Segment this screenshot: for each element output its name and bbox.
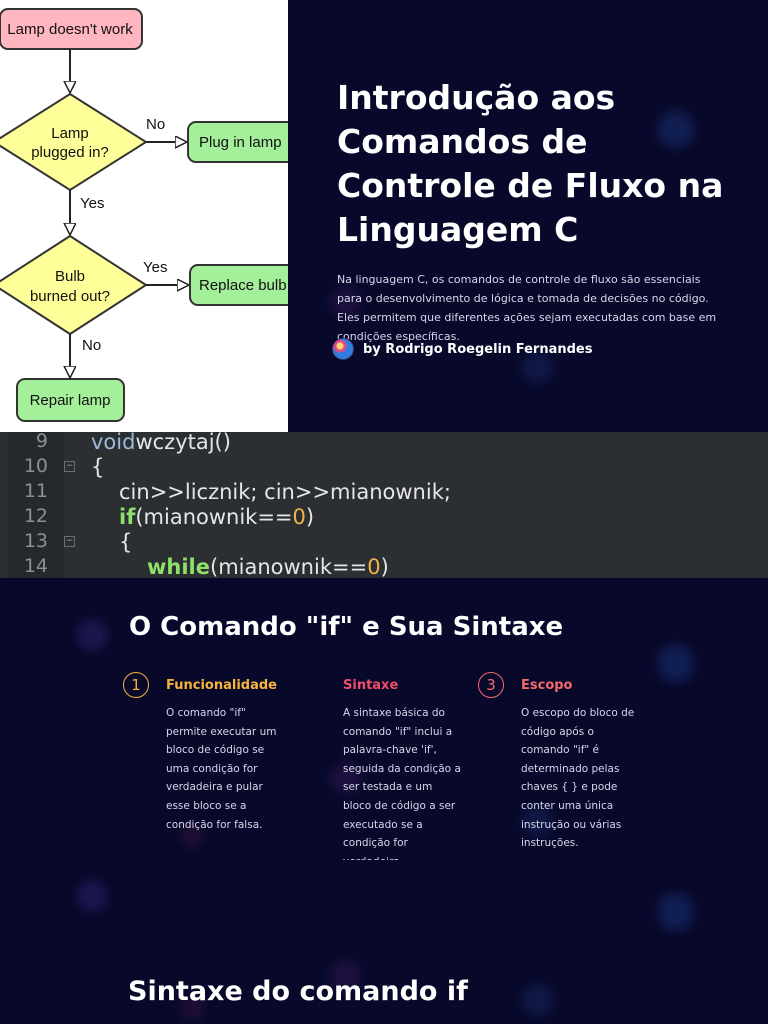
code-text: voidwczytaj() <box>91 432 231 454</box>
replace-bulb-node <box>189 264 288 306</box>
code-token: cin>>licznik; cin>>mianownik; <box>119 480 451 504</box>
line-number: 9 <box>35 432 48 452</box>
column-title: Funcionalidade <box>166 678 277 693</box>
decision2-line2: burned out? <box>30 288 110 305</box>
column-functionality: 1 Funcionalidade O comando "if" permite … <box>123 672 326 834</box>
column-text: O escopo do bloco de código após o coman… <box>521 707 635 850</box>
decision1-line2: plugged in? <box>31 144 109 161</box>
line-number: 11 <box>23 480 48 502</box>
code-token: 0 <box>367 555 381 578</box>
replace-bulb-label: Replace bulb <box>199 277 287 294</box>
decision-node-2 <box>0 234 148 336</box>
plug-in-node <box>187 121 288 163</box>
code-line: 13 − { <box>0 530 768 555</box>
code-text: while(mianownik==0) <box>147 555 389 578</box>
if-syntax-title: Sintaxe do comando if <box>128 976 468 1007</box>
if-command-slide <box>0 578 768 864</box>
code-line: 11 cin>>licznik; cin>>mianownik; <box>0 480 768 505</box>
decision1-line1: Lamp <box>51 125 89 142</box>
decision2-line1: Bulb <box>55 268 85 285</box>
decision-node-1 <box>0 92 148 192</box>
plug-in-label: Plug in lamp <box>199 134 282 151</box>
author-byline: by Rodrigo Roegelin Fernandes <box>332 338 592 360</box>
yes-label-1: Yes <box>80 195 104 212</box>
repair-lamp-label: Repair lamp <box>30 392 111 409</box>
intro-description: Na linguagem C, os comandos de controle … <box>337 273 717 343</box>
start-label: Lamp doesn't work <box>7 21 133 38</box>
no-label-1: No <box>146 116 165 133</box>
code-line: 12 if(mianownik==0) <box>0 505 768 530</box>
line-number: 13 <box>23 530 48 552</box>
yes-label-2: Yes <box>143 259 167 276</box>
code-token: wczytaj() <box>135 432 231 454</box>
intro-slide: Lamp doesn't work Lamp plugged in? No Pl… <box>0 0 768 432</box>
flowchart-diagram: Lamp doesn't work Lamp plugged in? No Pl… <box>0 8 288 422</box>
column-text: O comando "if" permite executar um bloco… <box>166 707 277 831</box>
code-token: if <box>119 505 136 529</box>
code-token: void <box>91 432 136 454</box>
code-token: while <box>147 555 210 578</box>
code-line: 10 − { <box>0 455 768 480</box>
column-title: Sintaxe <box>343 678 399 693</box>
line-number: 14 <box>23 555 48 577</box>
no-label-2: No <box>82 337 101 354</box>
if-slide-title: O Comando "if" e Sua Sintaxe <box>129 612 564 642</box>
code-token: (mianownik== <box>135 505 293 529</box>
intro-title: Introdução aos Comandos de Controle de F… <box>337 78 724 249</box>
line-number: 10 <box>23 455 48 477</box>
code-token: ) <box>380 555 389 578</box>
column-text: A sintaxe básica do comando "if" inclui … <box>343 707 461 860</box>
number-badge: 1 <box>123 672 149 698</box>
code-text: if(mianownik==0) <box>119 505 314 529</box>
code-text: cin>>licznik; cin>>mianownik; <box>119 480 451 504</box>
fold-toggle-icon[interactable]: − <box>64 536 75 547</box>
author-name: by Rodrigo Roegelin Fernandes <box>363 341 593 357</box>
line-number: 12 <box>23 505 48 527</box>
code-token: (mianownik== <box>210 555 368 578</box>
flowchart-image: Lamp doesn't work Lamp plugged in? No Pl… <box>0 0 288 432</box>
code-text: { <box>91 455 104 479</box>
code-token: { <box>119 530 133 554</box>
code-screenshot: 9 voidwczytaj() 10 − {11 cin>>licznik; cin>>m… <box>0 432 768 578</box>
code-line: 14 while(mianownik==0) <box>0 555 768 578</box>
code-token: ) <box>305 505 315 529</box>
if-syntax-slide <box>0 864 768 1024</box>
code-line: 9 voidwczytaj() <box>0 432 768 455</box>
fold-toggle-icon[interactable]: − <box>64 461 75 472</box>
column-scope: 3 Escopo O escopo do bloco de código apó… <box>478 672 681 853</box>
code-token: 0 <box>292 505 306 529</box>
avatar <box>332 338 354 360</box>
code-token: { <box>91 455 105 479</box>
line-number-gutter <box>8 432 64 578</box>
code-text: { <box>119 530 132 554</box>
repair-lamp-node <box>16 378 125 422</box>
column-title: Escopo <box>521 678 573 693</box>
number-badge: 3 <box>478 672 504 698</box>
column-syntax: 2 Sintaxe A sintaxe básica do comando "i… <box>343 672 503 860</box>
